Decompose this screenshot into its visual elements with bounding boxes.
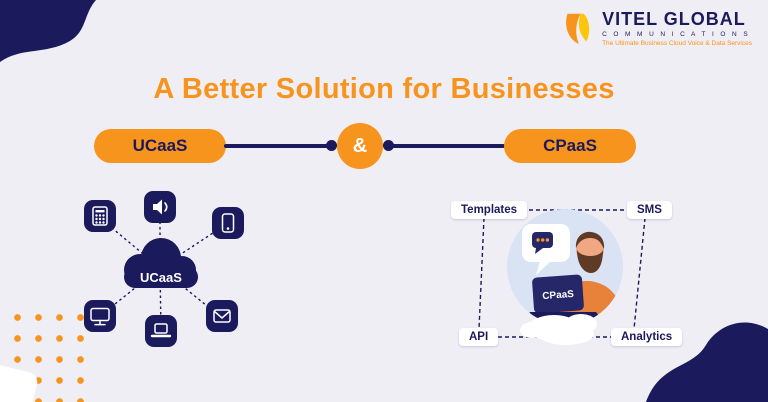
ucaas-cloud: UCaaS bbox=[124, 238, 198, 288]
tag-api: API bbox=[459, 328, 499, 346]
keypad-icon bbox=[84, 200, 116, 232]
email-icon bbox=[206, 300, 238, 332]
connector-line-left bbox=[224, 144, 330, 148]
page-title: A Better Solution for Businesses bbox=[153, 73, 615, 106]
cpaas-screen-label: CPaaS bbox=[542, 289, 575, 302]
tag-sms: SMS bbox=[627, 201, 672, 219]
cpaas-illustration: CPaaS bbox=[478, 209, 646, 345]
logo-name: VITEL GLOBAL bbox=[602, 9, 746, 29]
mobile-icon bbox=[212, 207, 244, 239]
cloud-shape bbox=[520, 314, 597, 345]
connector-line-right bbox=[388, 144, 505, 148]
ucaas-diagram: UCaaS bbox=[84, 191, 244, 347]
corner-blob-bottom-right bbox=[646, 322, 768, 402]
speech-bubble bbox=[522, 224, 570, 275]
cpaas-pill: CPaaS bbox=[504, 129, 636, 163]
ucaas-pill: UCaaS bbox=[94, 129, 226, 163]
vitel-logo-icon bbox=[566, 13, 590, 45]
ucaas-cloud-label: UCaaS bbox=[140, 270, 182, 285]
laptop: CPaaS bbox=[532, 274, 584, 314]
corner-blob-top-left bbox=[0, 0, 96, 62]
logo-text: VITEL GLOBAL C O M M U N I C A T I O N S… bbox=[602, 10, 752, 47]
laptop-icon bbox=[145, 315, 177, 347]
tag-templates: Templates bbox=[451, 201, 528, 219]
ampersand-badge: & bbox=[337, 123, 383, 169]
connector-dot-left bbox=[326, 140, 337, 151]
speaker-icon bbox=[144, 191, 176, 223]
monitor-icon bbox=[84, 300, 116, 332]
tag-analytics: Analytics bbox=[611, 328, 683, 346]
vitel-global-logo: VITEL GLOBAL C O M M U N I C A T I O N S… bbox=[558, 10, 752, 48]
logo-tagline: The Ultimate Business Cloud Voice & Data… bbox=[602, 39, 752, 47]
logo-division: C O M M U N I C A T I O N S bbox=[602, 30, 751, 38]
